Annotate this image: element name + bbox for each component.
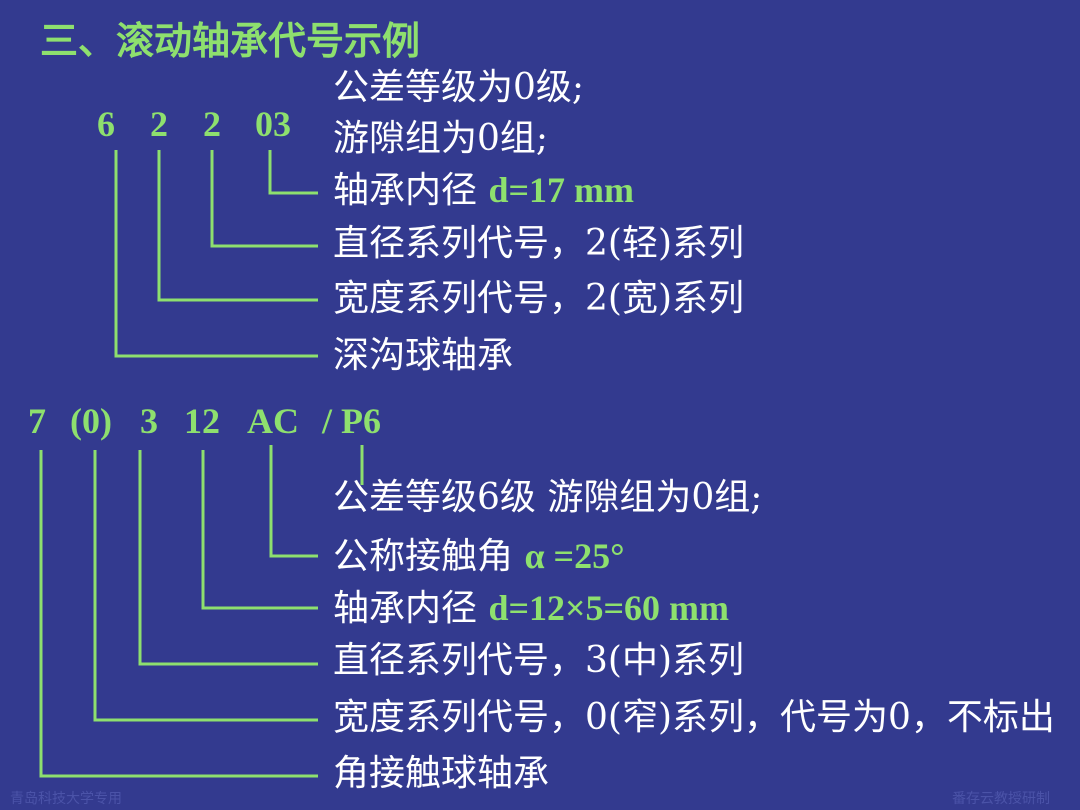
ex1-width-series: 宽度系列代号，2(宽)系列 [333, 278, 744, 319]
watermark-right: 番存云教授研制 [952, 791, 1050, 807]
code-03: 03 [255, 104, 291, 144]
code-6: 6 [97, 104, 115, 144]
watermark-left: 青岛科技大学专用 [10, 791, 122, 807]
ex2-bore-value: d=12×5=60 mm [488, 588, 730, 628]
ex1-bore: 轴承内径 d=17 mm [333, 172, 634, 209]
leader-line-7 [39, 450, 318, 778]
ex2-bore: 轴承内径 d=12×5=60 mm [333, 590, 729, 627]
ex2-tolerance-clearance: 公差等级6级 游隙组为0组; [333, 477, 763, 518]
code-2a: 2 [150, 104, 168, 144]
ex2-bore-label: 轴承内径 [333, 588, 478, 629]
ex1-diameter-series: 直径系列代号，2(轻)系列 [333, 223, 744, 264]
ex2-angle-value: α =25° [524, 536, 625, 576]
ex2-width-series: 宽度系列代号，0(窄)系列，代号为0，不标出 [333, 697, 1055, 738]
leader-line-2a [157, 150, 318, 302]
code-p6: / P6 [322, 401, 381, 441]
leader-line-03 [268, 150, 318, 195]
ex1-bearing-type: 深沟球轴承 [333, 335, 514, 376]
ex1-clearance: 游隙组为0组; [333, 118, 549, 159]
leader-line-2b [210, 150, 318, 248]
leader-line-0 [93, 450, 318, 722]
slide-title: 三、滚动轴承代号示例 [40, 19, 421, 63]
ex2-angle: 公称接触角 α =25° [333, 538, 624, 575]
code-7: 7 [28, 401, 46, 441]
ex1-bore-label: 轴承内径 [333, 170, 478, 211]
code-12: 12 [184, 401, 220, 441]
ex1-bore-value: d=17 mm [488, 170, 634, 210]
leader-line-ac [269, 445, 318, 558]
code-3: 3 [140, 401, 158, 441]
code-ac: AC [247, 401, 299, 441]
leader-line-12 [201, 450, 318, 610]
ex2-bearing-type: 角接触球轴承 [333, 753, 550, 794]
code-0: (0) [70, 401, 112, 441]
ex2-angle-label: 公称接触角 [333, 536, 514, 577]
leader-line-6 [114, 150, 318, 358]
code-2b: 2 [203, 104, 221, 144]
ex2-diameter-series: 直径系列代号，3(中)系列 [333, 640, 744, 681]
leader-line-3 [138, 450, 318, 666]
ex1-tolerance: 公差等级为0级; [333, 67, 585, 108]
